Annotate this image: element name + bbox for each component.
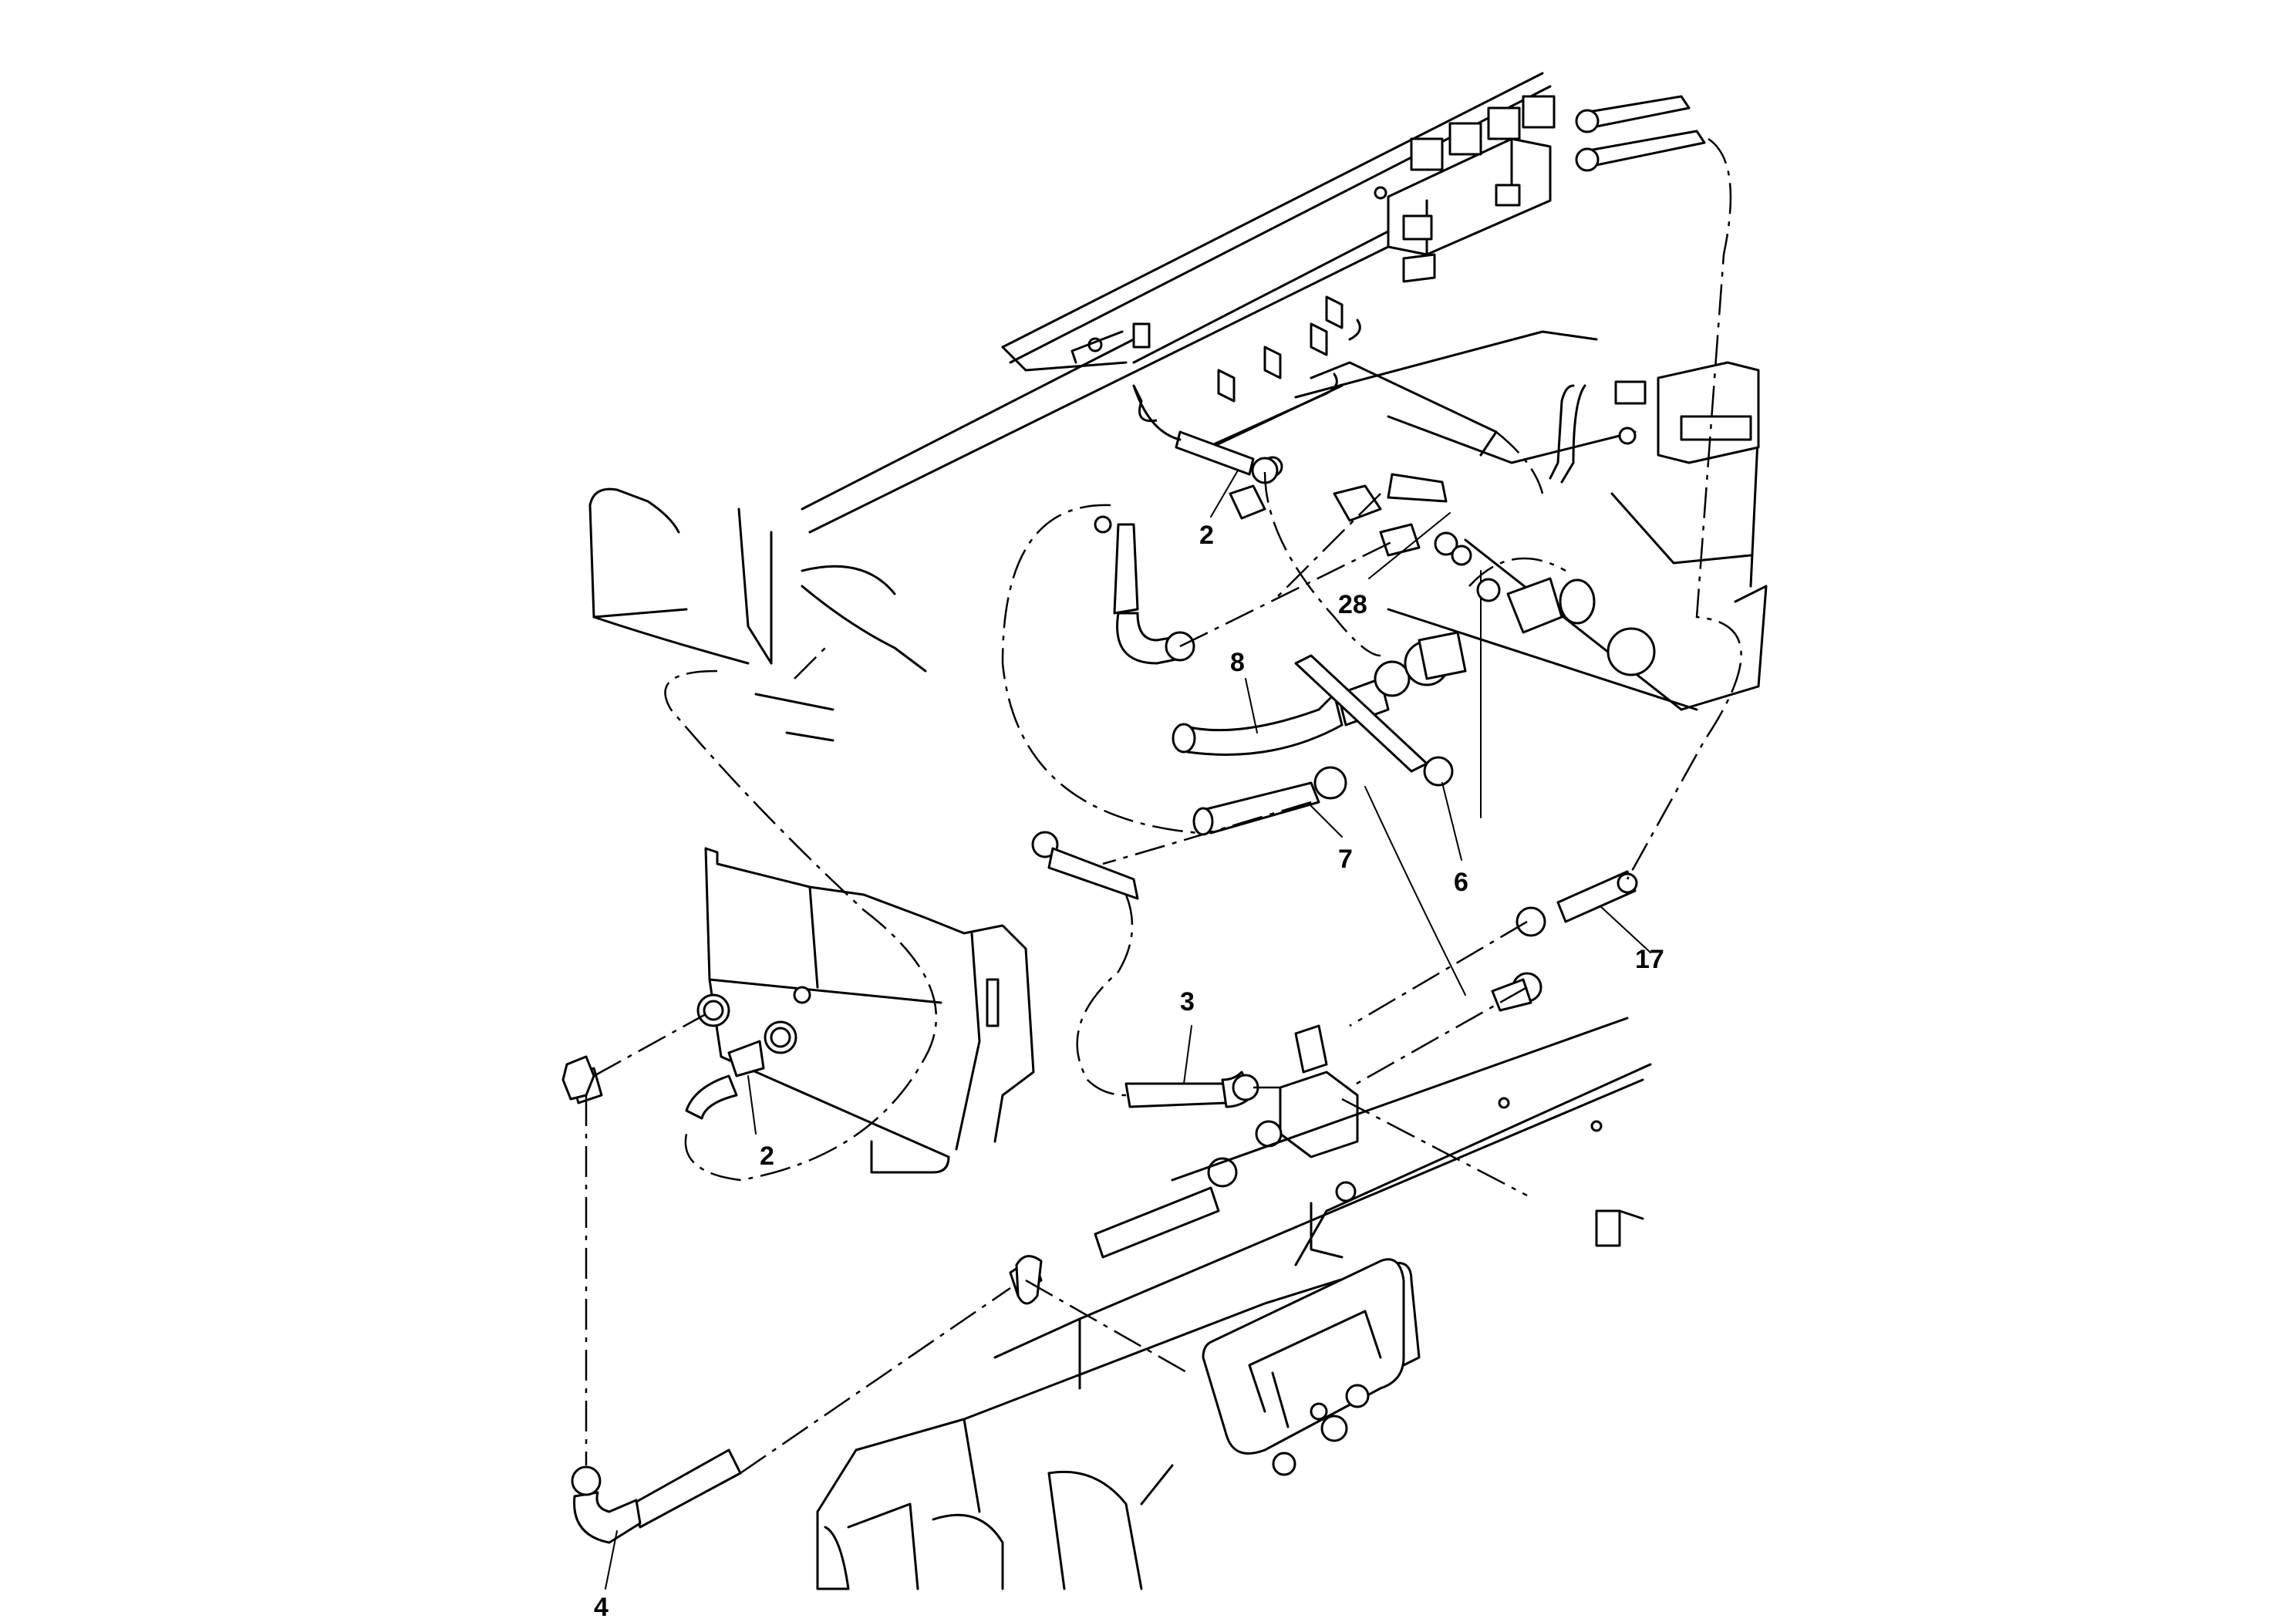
lower-long-hose [569,1067,1238,1544]
callout-6: 6 [1454,868,1468,897]
control-valve-block [1387,95,1556,283]
upper-frame-rail [588,72,1768,742]
callout-labels: 2 28 8 7 6 17 3 2 4 [594,521,1664,1622]
hose-8 [1113,523,1467,756]
leader-lines [605,470,1651,1590]
callout-8: 8 [1230,648,1245,677]
callout-28: 28 [1338,590,1367,619]
hose-2-upper [1132,384,1279,484]
hose-2-lower [685,1040,765,1120]
tee-fitting [1255,1024,1359,1158]
cooler-panel [696,847,1035,1174]
callout-7: 7 [1338,845,1353,874]
secondary-valve [1614,361,1760,464]
fittings-centre [1094,295,1458,557]
hose-7 [1192,766,1347,836]
hose-17 [1491,870,1638,1012]
callout-4: 4 [594,1593,609,1622]
elbow-fittings-right [1451,545,1656,676]
lower-frame [816,1017,1652,1590]
callout-3: 3 [1180,987,1195,1017]
top-right-hoses [1575,95,1706,172]
hose-clamp [1015,1255,1043,1305]
mounting-bracket [1202,1258,1405,1476]
callout-2-lower: 2 [760,1141,774,1171]
hose-6 [1294,570,1482,818]
hose-3 [1031,831,1259,1108]
callout-2-upper: 2 [1199,521,1214,550]
callout-17: 17 [1635,945,1664,974]
routing-lines [585,137,1742,1475]
